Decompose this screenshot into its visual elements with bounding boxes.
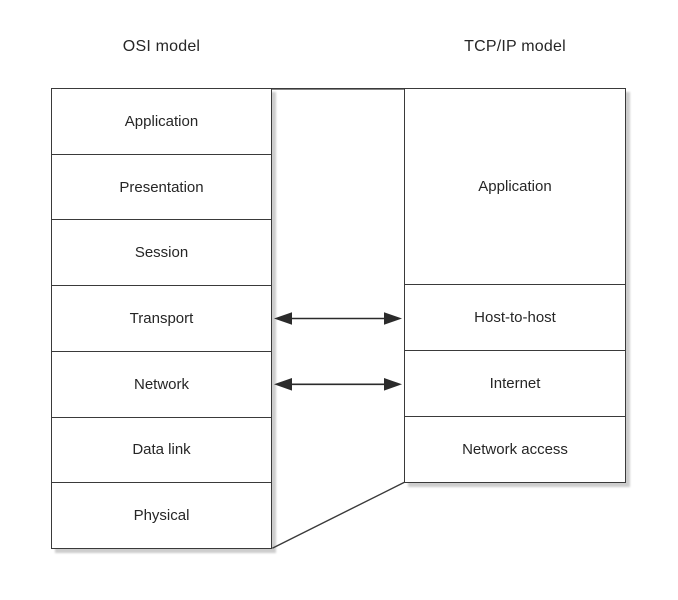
double-arrow-transport-host (274, 312, 402, 325)
layer-label: Application (478, 178, 552, 195)
tcpip-layer-application: Application (405, 89, 625, 285)
tcpip-layer-internet: Internet (405, 351, 625, 417)
diagonal-connector-line (271, 481, 405, 549)
tcpip-model-title: TCP/IP model (464, 38, 566, 55)
tcpip-layer-network-access: Network access (405, 417, 625, 482)
layer-label: Application (124, 112, 199, 130)
tcpip-stack: Application Host-to-host Internet Networ… (404, 88, 626, 483)
osi-layer-network: Network (52, 352, 271, 418)
layer-label: Session (134, 244, 189, 262)
double-arrow-network-internet (274, 378, 402, 391)
layer-label: Host-to-host (474, 309, 556, 326)
layer-label: Internet (489, 375, 541, 392)
layer-label: Network (133, 375, 189, 393)
layer-label: Network access (462, 441, 568, 458)
osi-stack: Application Presentation Session Transpo… (51, 88, 272, 549)
layer-label: Physical (133, 507, 190, 525)
osi-layer-presentation: Presentation (52, 155, 271, 221)
osi-layer-data-link: Data link (52, 418, 271, 484)
layer-label: Presentation (119, 178, 204, 196)
osi-layer-transport: Transport (52, 286, 271, 352)
osi-layer-application: Application (52, 89, 271, 155)
tcpip-layer-host-to-host: Host-to-host (405, 285, 625, 351)
osi-model-title: OSI model (122, 38, 201, 55)
osi-layer-physical: Physical (52, 483, 271, 548)
osi-layer-session: Session (52, 220, 271, 287)
layer-label: Transport (129, 310, 194, 328)
layer-label: Data link (132, 441, 191, 459)
